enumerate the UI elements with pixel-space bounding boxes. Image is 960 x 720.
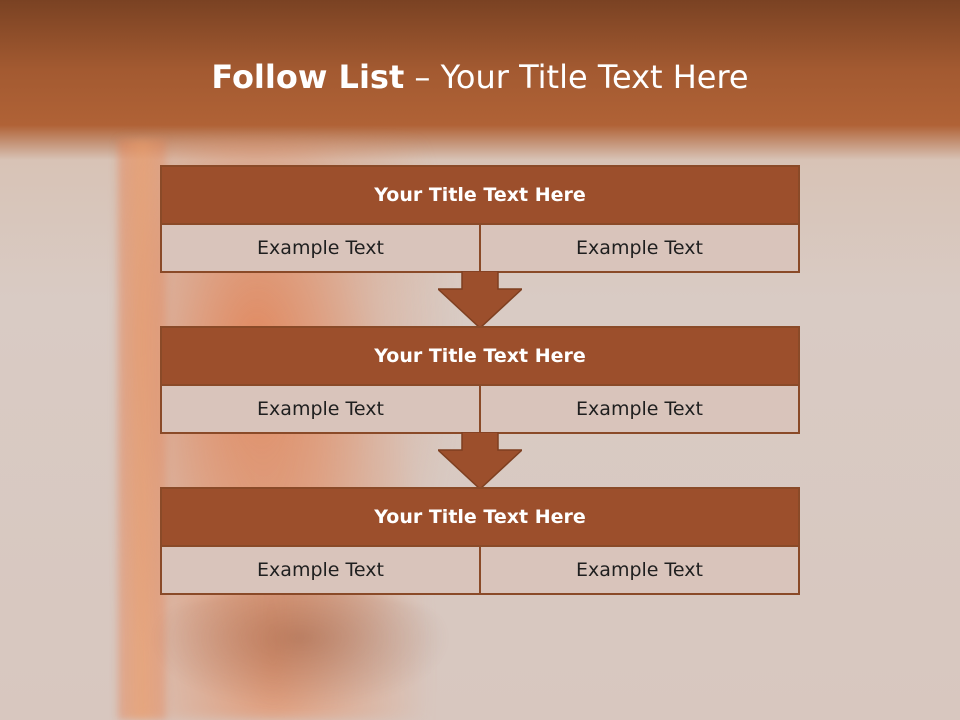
block-cell-left: Example Text [257,237,384,259]
list-block-2: Your Title Text Here Example Text Exampl… [160,326,800,434]
block-cell-right: Example Text [479,386,798,432]
down-arrow-icon [438,271,522,329]
block-row: Example Text Example Text [162,386,798,432]
block-title: Your Title Text Here [162,328,798,386]
block-cell-left: Example Text [257,559,384,581]
slide-title-bold: Follow List [211,58,405,96]
block-title: Your Title Text Here [162,167,798,225]
block-cell-right: Example Text [479,225,798,271]
slide-title-rest: – Your Title Text Here [404,58,749,96]
block-cell-right: Example Text [479,547,798,593]
block-title: Your Title Text Here [162,489,798,547]
block-cell-left: Example Text [257,398,384,420]
list-block-3: Your Title Text Here Example Text Exampl… [160,487,800,595]
list-block-1: Your Title Text Here Example Text Exampl… [160,165,800,273]
block-row: Example Text Example Text [162,547,798,593]
block-row: Example Text Example Text [162,225,798,271]
background-glass-rim [150,590,450,710]
slide-title: Follow List – Your Title Text Here [0,55,960,99]
down-arrow-icon [438,432,522,490]
